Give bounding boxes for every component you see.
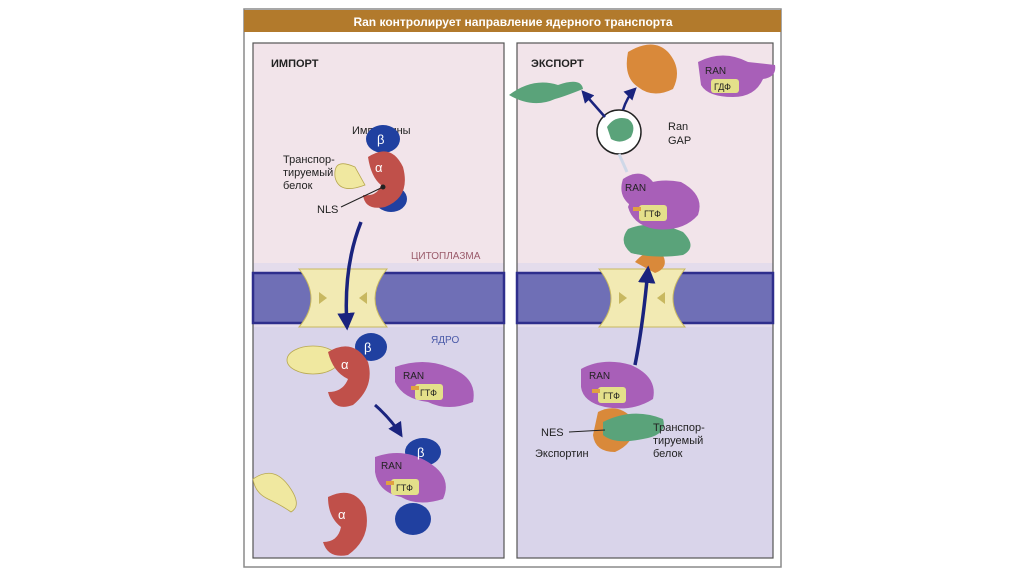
importin-cargo-complex: β α: [334, 125, 407, 212]
svg-text:RAN: RAN: [589, 371, 610, 382]
svg-text:β: β: [417, 445, 424, 460]
import-nuclear-membrane: [251, 268, 506, 328]
released-importin-alpha: [323, 492, 367, 556]
diagram-canvas: Ran контролирует направление ядерного тр…: [243, 8, 782, 568]
export-arrow: [633, 265, 656, 366]
label-nls: NLS: [317, 204, 338, 216]
label-cargo-2: тируемый: [283, 167, 333, 179]
import-nuclear-pore: [297, 268, 389, 328]
released-export-cargo: [509, 81, 583, 104]
title-bar: [244, 10, 781, 32]
importin-alpha: [363, 151, 405, 208]
import-arrow: [337, 221, 363, 331]
diagram-title: Ran контролирует направление ядерного тр…: [353, 15, 672, 29]
label-cargo-1: Транспор-: [283, 154, 335, 166]
svg-text:ГТФ: ГТФ: [396, 483, 413, 493]
released-cargo: [252, 472, 297, 513]
exportin-release-arrow: [621, 87, 637, 111]
importin-beta: [366, 125, 400, 153]
svg-text:β: β: [364, 340, 371, 355]
export-complex-nucleus: RAN ГТФ: [568, 361, 664, 452]
svg-text:ГТФ: ГТФ: [644, 209, 661, 219]
svg-text:RAN: RAN: [403, 371, 424, 382]
import-panel: ИМПОРТ Импортины Транспор- тируемый бело…: [251, 42, 506, 559]
cargo-release-arrow: [581, 90, 606, 118]
svg-text:α: α: [338, 507, 346, 522]
export-complex-cytoplasm: RAN ГТФ: [621, 173, 700, 273]
released-exportin: [626, 44, 677, 94]
label-cargo-3: белок: [283, 180, 313, 192]
export-cargo-protein: [603, 413, 664, 442]
label-cytoplasm: ЦИТОПЛАЗМА: [411, 251, 481, 262]
nls-site: [380, 184, 386, 190]
svg-text:RAN: RAN: [705, 66, 726, 77]
svg-text:ГДФ: ГДФ: [714, 82, 731, 92]
label-ran: Ran: [668, 121, 688, 133]
ran-gtp-nucleus: RAN ГТФ: [395, 362, 474, 407]
svg-text:α: α: [375, 160, 383, 175]
export-panel: ЭКСПОРТ RAN ГДФ Ran GAP RAN ГТФ: [509, 42, 776, 559]
label-nucleus: ЯДРО: [431, 335, 459, 346]
ran-transport-diagram: Ran контролирует направление ядерного тр…: [243, 7, 782, 568]
export-nucleus-region: [517, 327, 773, 558]
binding-arrow: [374, 403, 403, 438]
svg-text:α: α: [341, 357, 349, 372]
nuclear-importin-complex: α β: [286, 333, 387, 407]
ran-gdp: RAN ГДФ: [698, 55, 776, 97]
import-heading: ИМПОРТ: [271, 58, 319, 70]
svg-text:β: β: [377, 132, 384, 147]
label-export-cargo-3: белок: [653, 448, 683, 460]
label-export-cargo-2: тируемый: [653, 435, 703, 447]
label-exportin: Экспортин: [535, 448, 589, 460]
label-export-cargo-1: Транспор-: [653, 422, 705, 434]
label-gap: GAP: [668, 135, 691, 147]
svg-text:RAN: RAN: [625, 183, 646, 194]
export-nuclear-pore: [597, 268, 687, 328]
svg-text:ГТФ: ГТФ: [420, 388, 437, 398]
svg-text:RAN: RAN: [381, 461, 402, 472]
ran-gtp-importin-beta-complex: RAN ГТФ β: [375, 438, 446, 535]
export-heading: ЭКСПОРТ: [531, 58, 584, 70]
import-cargo-protein: [334, 163, 366, 189]
label-nes: NES: [541, 427, 564, 439]
svg-text:ГТФ: ГТФ: [603, 391, 620, 401]
